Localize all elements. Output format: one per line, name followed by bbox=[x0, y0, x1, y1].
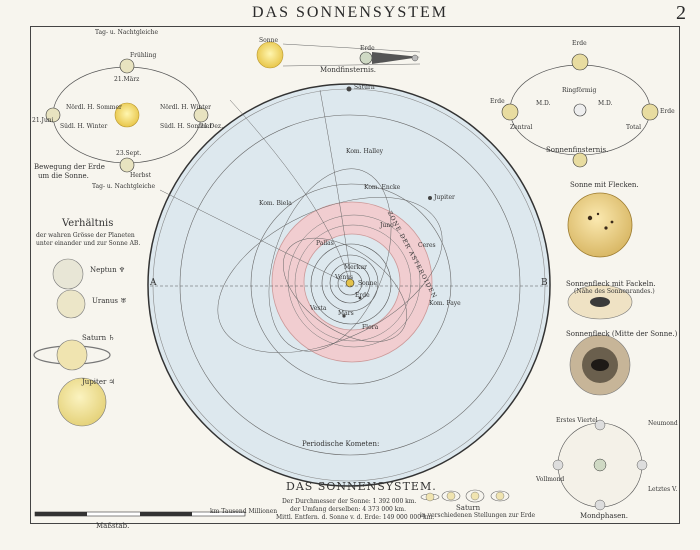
moon-phases-caption: Mondphasen. bbox=[580, 512, 629, 520]
ratio-title: Verhältnis bbox=[62, 218, 114, 229]
sun-spots-caption: Sonne mit Flecken. bbox=[570, 181, 639, 189]
spring-date: 21.März bbox=[114, 76, 140, 83]
jupiter-orbit-label: Jupiter bbox=[434, 194, 455, 201]
flora-label: Flora bbox=[362, 324, 379, 331]
new-moon-label: Neumond bbox=[648, 420, 678, 427]
merkur-label: Merkur bbox=[344, 264, 367, 271]
seasons-top-label: Tag- u. Nachtgleiche bbox=[95, 29, 159, 36]
venus-label: Venus bbox=[335, 274, 354, 281]
erde-label: Erde bbox=[355, 292, 370, 299]
sun-diameter: Der Durchmesser der Sonne: 1 392 000 km. bbox=[282, 498, 417, 505]
first-quarter-label: Erstes Viertel bbox=[556, 417, 598, 424]
north-winter: Nördl. H. Winter bbox=[160, 104, 212, 111]
plate-number: 2 bbox=[676, 2, 686, 24]
uranus-disc bbox=[56, 289, 86, 319]
motion-caption-1: Bewegung der Erde bbox=[34, 163, 105, 171]
spring-label: Frühling bbox=[130, 52, 157, 59]
neptun-label: Neptun ♆ bbox=[90, 266, 126, 274]
sun-centre bbox=[345, 278, 355, 288]
saturn-positions-caption: Saturn bbox=[456, 504, 481, 512]
spot-centre-caption: Sonnenfleck (Mitte der Sonne.) bbox=[566, 330, 678, 338]
page-title: DAS SONNENSYSTEM bbox=[251, 4, 449, 21]
map-frame bbox=[30, 26, 680, 524]
sun-circumference: der Umfang derselben: 4 373 000 km. bbox=[290, 506, 406, 513]
vesta-label: Vesta bbox=[310, 305, 327, 312]
autumn-date: 23.Sept. bbox=[116, 150, 142, 157]
sonne-label: Sonne bbox=[358, 280, 378, 287]
summer-date: 21.Juni bbox=[32, 117, 54, 124]
comet-halley: Kom. Halley bbox=[346, 148, 384, 155]
jupiter-label: Jupiter ♃ bbox=[82, 378, 115, 386]
seasons-bottom-label: Tag- u. Nachtgleiche bbox=[92, 183, 156, 190]
faculae-caption: Sonnenfleck mit Fackeln. bbox=[566, 280, 656, 288]
uranus-label: Uranus ♅ bbox=[92, 297, 127, 305]
comet-faye: Kom. Faye bbox=[429, 300, 461, 307]
md-label-1: M.D. bbox=[536, 100, 551, 107]
solar-eclipse-earth-right: Erde bbox=[660, 108, 675, 115]
md-label-2: M.D. bbox=[598, 100, 613, 107]
lunar-eclipse-caption: Mondfinsternis. bbox=[320, 66, 377, 74]
comet-biela: Kom. Biela bbox=[259, 200, 292, 207]
periodic-comets-title: Periodische Kometen: bbox=[302, 440, 380, 448]
central-label: Zentral bbox=[510, 124, 533, 131]
south-summer: Südl. H. Sommer bbox=[160, 123, 213, 130]
solar-eclipse-earth-left: Erde bbox=[490, 98, 505, 105]
saturn-orbit-label: Saturn bbox=[354, 84, 375, 91]
ratio-line2: unter einander und zur Sonne AB. bbox=[36, 240, 141, 247]
ring-label: Ringförmig bbox=[562, 87, 597, 94]
axis-label-a: A bbox=[150, 278, 157, 288]
mars-label: Mars bbox=[338, 310, 354, 317]
south-winter: Südl. H. Winter bbox=[60, 123, 108, 130]
solar-system-title: DAS SONNENSYSTEM. bbox=[286, 480, 437, 493]
scale-unit: km Tausend Millionen bbox=[210, 508, 278, 515]
full-moon-label: Vollmond bbox=[536, 476, 565, 483]
ratio-line1: der wahren Grösse der Planeten bbox=[36, 232, 135, 239]
saturn-positions-subcaption: in verschiedenen Stellungen zur Erde bbox=[420, 512, 536, 519]
solar-eclipse-caption: Sonnenfinsternis. bbox=[546, 146, 609, 154]
saturn-label: Saturn ♄ bbox=[82, 334, 115, 342]
scale-caption: Maßstab. bbox=[96, 522, 130, 530]
eclipse-sun-label: Sonne bbox=[259, 37, 279, 44]
winter-date: 21.Dez. bbox=[200, 123, 223, 130]
saturn-positions bbox=[420, 489, 510, 503]
ceres-label: Ceres bbox=[418, 242, 436, 249]
sun-with-spots bbox=[567, 192, 633, 258]
sun-earth-distance: Mittl. Entfern. d. Sonne v. d. Erde: 149… bbox=[276, 514, 435, 521]
comet-encke: Kom. Encke bbox=[364, 184, 401, 191]
last-quarter-label: Letztes V. bbox=[648, 486, 678, 493]
neptun-disc bbox=[52, 258, 84, 290]
north-summer: Nördl. H. Sommer bbox=[66, 104, 122, 111]
orbit-sun bbox=[114, 102, 140, 128]
pallas-label: Pallas bbox=[316, 240, 334, 247]
motion-caption-2: um die Sonne. bbox=[38, 172, 89, 180]
jupiter-disc bbox=[57, 377, 107, 427]
axis-label-b: B bbox=[541, 278, 548, 288]
eclipse-sun bbox=[256, 41, 284, 69]
autumn-label: Herbst bbox=[130, 172, 151, 179]
total-label: Total bbox=[626, 124, 642, 131]
faculae-subcaption: (Nähe des Sonnenrandes.) bbox=[574, 288, 655, 295]
solar-eclipse-earth-top: Erde bbox=[572, 40, 587, 47]
juno-label: Juno bbox=[380, 222, 394, 229]
eclipse-earth-label: Erde bbox=[360, 45, 375, 52]
